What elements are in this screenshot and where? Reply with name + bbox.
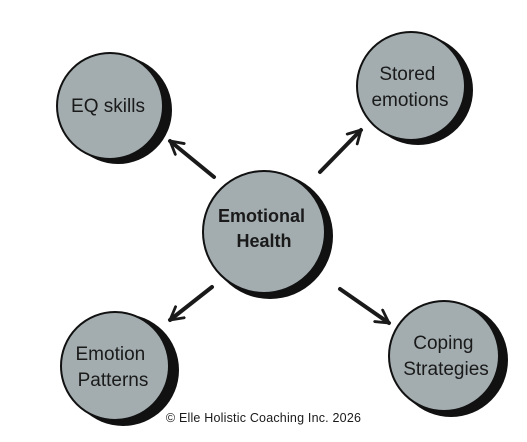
node-emotional-health: Emotional Health xyxy=(202,170,333,299)
node-coping-strategies-circle xyxy=(388,300,500,412)
node-stored-emotions: Stored emotions xyxy=(356,31,473,145)
connector-arrows xyxy=(168,128,391,325)
arrow-to-coping-strategies xyxy=(338,287,391,325)
node-emotion-patterns: Emotion Patterns xyxy=(60,311,179,426)
node-emotion-patterns-circle xyxy=(60,311,170,421)
node-stored-emotions-circle xyxy=(356,31,466,141)
node-stored-emotions-label: Stored emotions xyxy=(371,64,448,111)
arrow-to-stored-emotions xyxy=(318,128,363,174)
arrow-to-emotion-patterns xyxy=(168,285,214,322)
node-emotional-health-circle xyxy=(202,170,326,294)
node-emotional-health-label: Emotional Health xyxy=(218,206,310,251)
node-coping-strategies-label: Coping Strategies xyxy=(403,333,489,380)
copyright-notice: © Elle Holistic Coaching Inc. 2026 xyxy=(165,411,362,425)
node-coping-strategies: Coping Strategies xyxy=(388,300,508,417)
node-emotion-patterns-label: Emotion Patterns xyxy=(76,344,151,391)
node-eq-skills: EQ skills xyxy=(56,52,172,164)
node-eq-skills-label: EQ skills xyxy=(71,96,145,117)
arrow-to-eq-skills xyxy=(168,139,216,179)
node-eq-skills-circle xyxy=(56,52,164,160)
